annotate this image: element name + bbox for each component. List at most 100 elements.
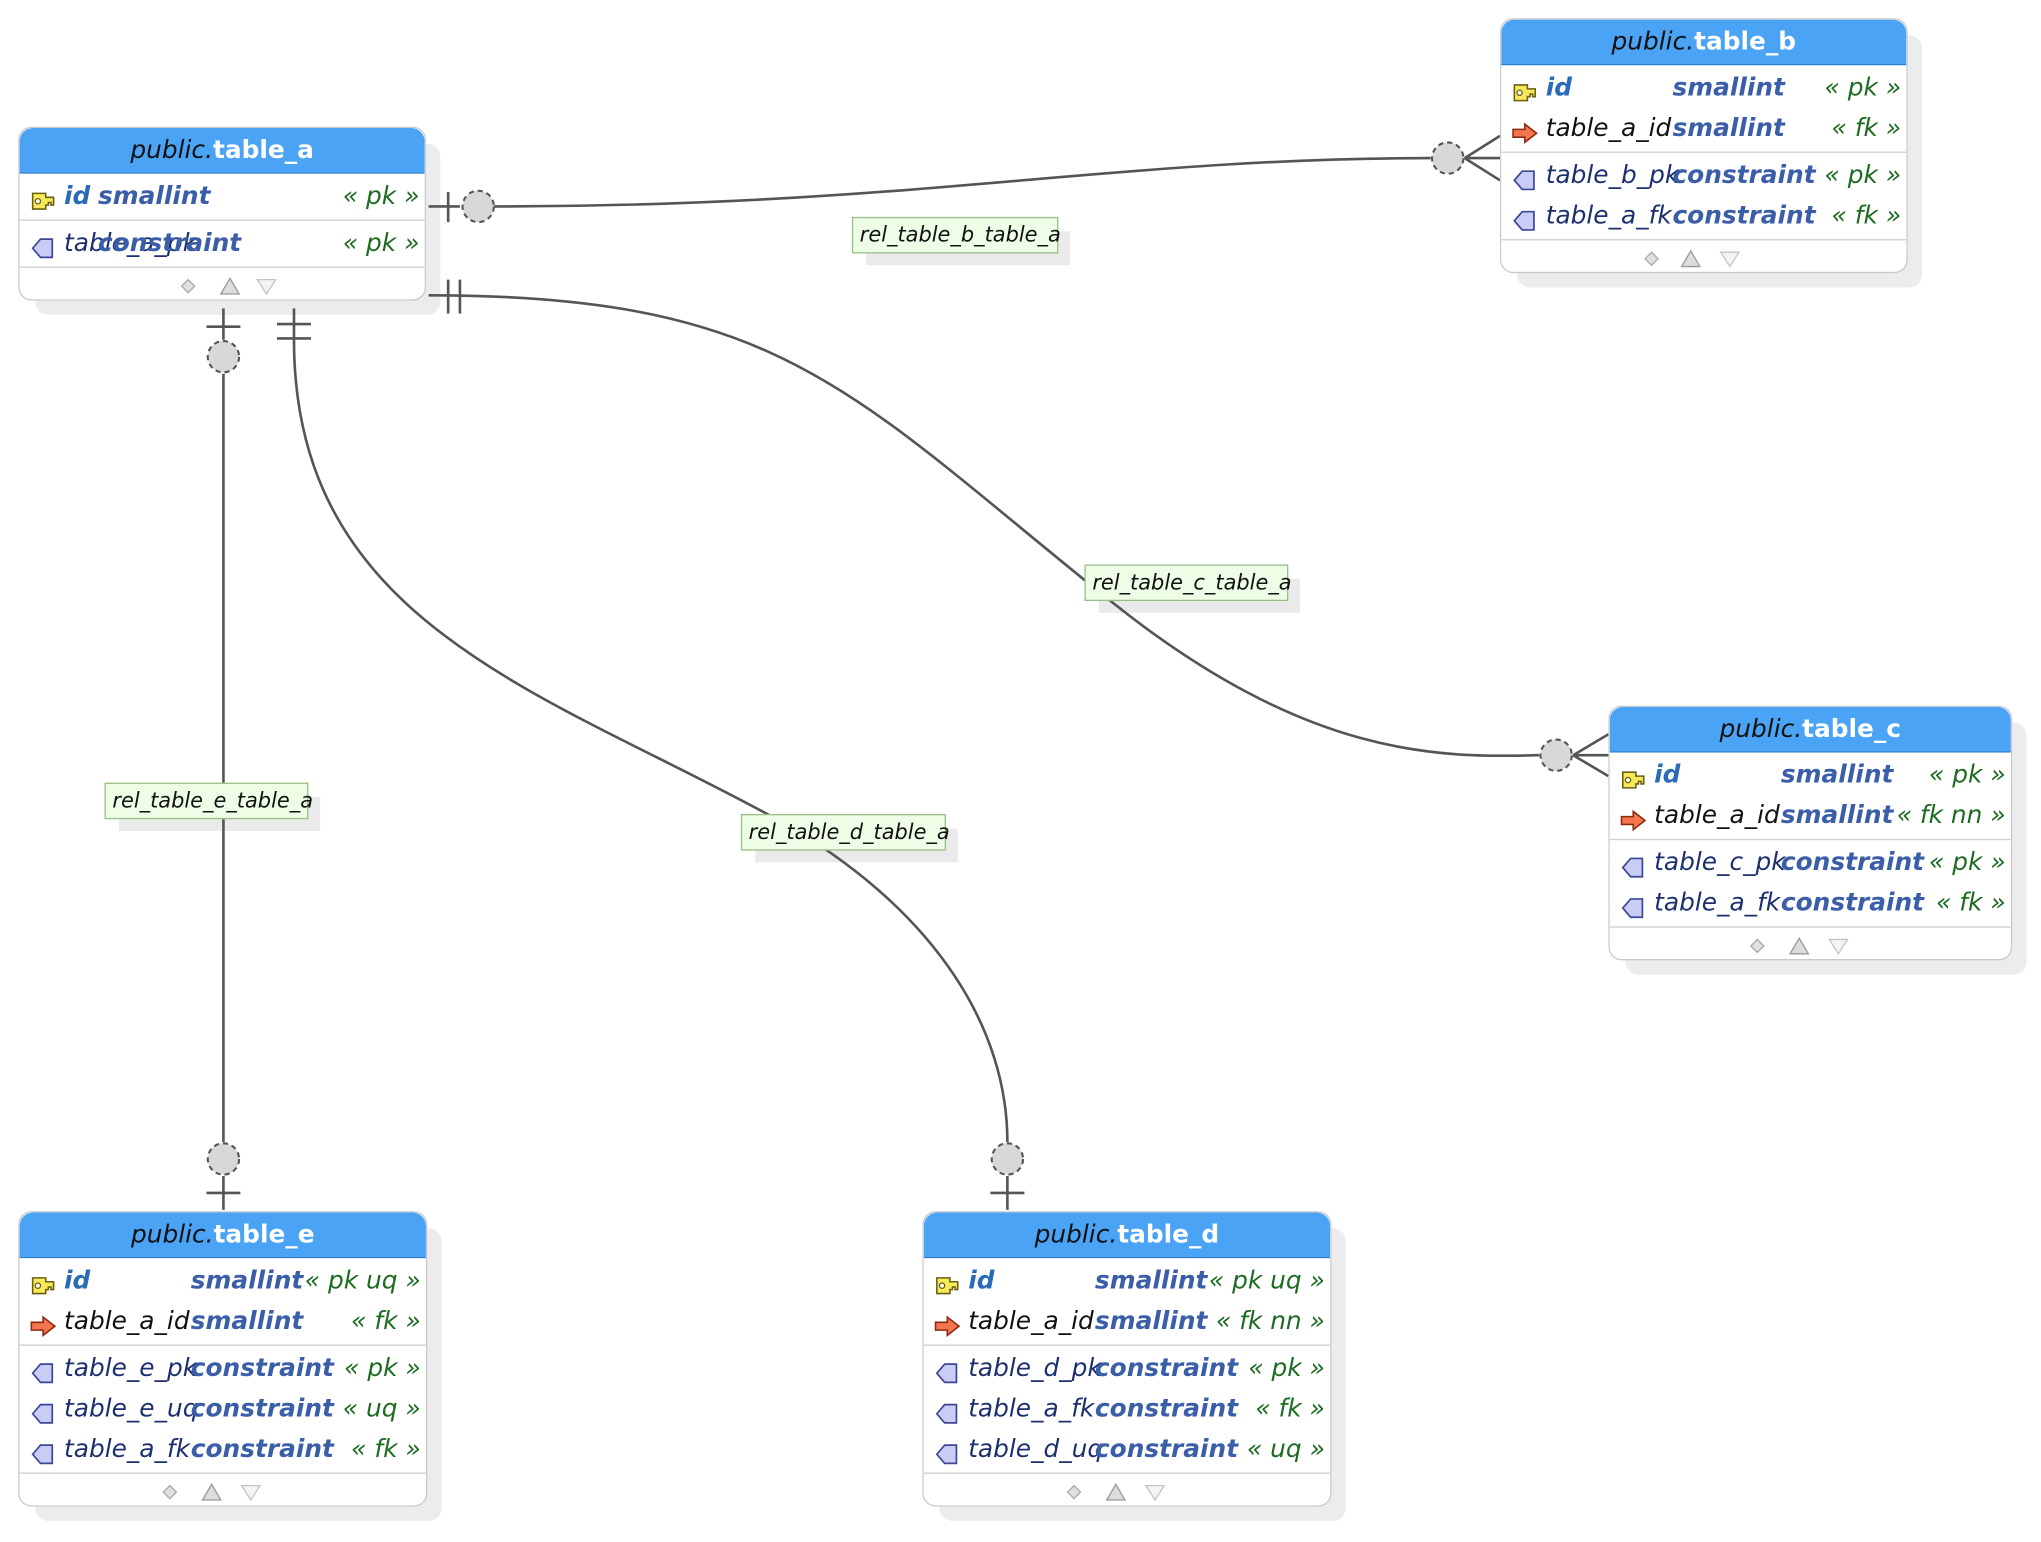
constraint-icon-wrap <box>934 1398 960 1424</box>
rel-cap-a-c <box>446 279 462 314</box>
relationship-label[interactable]: rel_table_e_table_a <box>104 782 321 831</box>
triangle-up-icon <box>1105 1483 1127 1501</box>
key-icon-wrap <box>1512 77 1538 102</box>
entity-header[interactable]: public.table_b <box>1501 19 1907 66</box>
column-type: smallint <box>1672 113 1785 143</box>
expand-down-button[interactable] <box>240 1482 262 1506</box>
triangle-down-icon <box>256 278 277 296</box>
toggle-diamond-button[interactable] <box>178 276 199 300</box>
key-icon <box>31 192 55 210</box>
key-icon-wrap <box>30 1270 56 1295</box>
rel-cap-a-d <box>276 322 311 340</box>
expand-down-button[interactable] <box>256 276 277 300</box>
entity-name: table_b <box>1694 27 1797 57</box>
column-name: table_a_id <box>64 1306 190 1336</box>
column-name: id <box>64 1266 91 1295</box>
key-icon <box>936 1277 959 1295</box>
constraint-icon <box>31 1444 54 1465</box>
relationship-label-text: rel_table_b_table_a <box>859 222 1061 247</box>
entity-footer <box>1501 240 1906 271</box>
rel-circle-e <box>206 1142 241 1176</box>
arrow-right-icon <box>1512 122 1538 145</box>
column-constraint-tag: « pk uq » <box>304 1266 421 1295</box>
column-constraint-tag: « pk uq » <box>1208 1266 1325 1295</box>
entity-footer <box>20 268 425 299</box>
rel-cap-d <box>990 1175 1025 1210</box>
constraint-icon-wrap <box>934 1439 960 1465</box>
collapse-up-button[interactable] <box>1680 248 1702 272</box>
diamond-icon <box>162 1484 178 1500</box>
relationship-label[interactable]: rel_table_c_table_a <box>1084 564 1301 613</box>
relationship-label[interactable]: rel_table_d_table_a <box>740 814 958 863</box>
column-constraint-tag: « fk nn » <box>1215 1306 1325 1336</box>
column-name: table_a_fk <box>1654 888 1781 918</box>
collapse-up-button[interactable] <box>1788 936 1810 960</box>
column-constraint-tag: « pk » <box>1929 847 2006 877</box>
diamond-icon <box>1066 1484 1082 1500</box>
rel-cap-e <box>206 1175 241 1210</box>
column-constraint-tag: « fk » <box>351 1306 421 1336</box>
expand-down-button[interactable] <box>1719 248 1741 272</box>
diamond-icon <box>1644 251 1659 267</box>
entity-header[interactable]: public.table_d <box>923 1212 1331 1259</box>
entity-header[interactable]: public.table_a <box>19 128 425 174</box>
constraint-icon <box>31 238 54 259</box>
constraint-icon <box>1513 210 1535 231</box>
toggle-diamond-button[interactable] <box>1641 248 1662 272</box>
column-constraint-tag: « pk » <box>342 228 420 258</box>
expand-down-button[interactable] <box>1144 1482 1166 1506</box>
column-type: constraint <box>1780 847 1925 877</box>
toggle-diamond-button[interactable] <box>159 1482 180 1506</box>
column-constraint-tag: « pk » <box>1824 160 1902 190</box>
rel-line-table-b <box>493 156 1431 208</box>
column-type: constraint <box>1672 160 1816 190</box>
toggle-diamond-button[interactable] <box>1064 1482 1085 1506</box>
column-type: smallint <box>1780 800 1894 830</box>
rel-line-table-c <box>428 293 1540 758</box>
toggle-diamond-button[interactable] <box>1747 936 1768 960</box>
constraint-icon <box>935 1363 958 1384</box>
rel-circle-b <box>1430 141 1465 175</box>
collapse-up-button[interactable] <box>219 276 241 300</box>
collapse-up-button[interactable] <box>1105 1482 1127 1506</box>
constraint-icon-wrap <box>30 1398 56 1424</box>
column-name: table_e_pk <box>64 1353 198 1383</box>
entity-header[interactable]: public.table_e <box>19 1212 426 1259</box>
collapse-up-button[interactable] <box>201 1482 222 1506</box>
relationship-label[interactable]: rel_table_b_table_a <box>851 216 1071 266</box>
expand-down-button[interactable] <box>1828 936 1849 960</box>
column-constraint-tag: « pk » <box>1248 1353 1325 1383</box>
constraint-icon-wrap <box>1512 205 1538 231</box>
entity-footer <box>20 1474 426 1505</box>
entity-header[interactable]: public.table_c <box>1609 706 2011 753</box>
column-type: constraint <box>1672 201 1816 230</box>
rel-circle-d <box>990 1142 1025 1176</box>
